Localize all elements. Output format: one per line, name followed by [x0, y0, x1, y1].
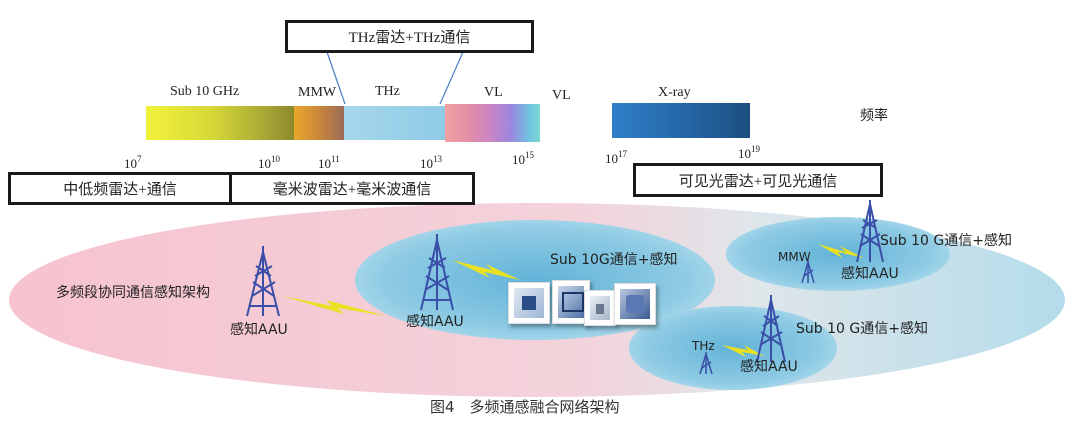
thz-connector-right — [439, 51, 464, 105]
tick-1e19: 1019 — [738, 144, 760, 161]
lightning-left-icon — [282, 296, 386, 316]
small-tower-mmw-icon — [801, 260, 815, 284]
device-image-4 — [614, 283, 656, 325]
tick-1e15: 1015 — [512, 150, 534, 167]
aau-left-label: 感知AAU — [230, 322, 288, 338]
thz-radar-comm-text: THz雷达+THz通信 — [348, 30, 471, 46]
low-freq-radar-comm-text: 中低频雷达+通信 — [63, 182, 177, 198]
right-top-ellipse-label: Sub 10 G通信+感知 — [880, 233, 1012, 249]
center-ellipse-label: Sub 10G通信+感知 — [550, 252, 678, 268]
outer-ellipse-label: 多频段协同通信感知架构 — [56, 285, 210, 301]
aau-right-top-label: 感知AAU — [841, 266, 899, 282]
lightning-right-top-icon — [818, 244, 864, 258]
band-label-thz: THz — [375, 84, 400, 99]
band-label-sub10: Sub 10 GHz — [170, 84, 240, 99]
mmw-small-label: MMW — [778, 250, 811, 264]
band-vl — [445, 104, 540, 142]
tower-center-icon — [420, 234, 454, 311]
tick-1e7: 107 — [124, 154, 142, 171]
tick-1e17: 1017 — [605, 149, 627, 166]
tower-left-icon — [246, 246, 280, 317]
thz-radar-comm-box: THz雷达+THz通信 — [285, 20, 534, 53]
tower-right-bottom-icon — [756, 295, 786, 363]
band-label-vl-inner: VL — [484, 85, 503, 100]
lightning-right-bottom-icon — [722, 345, 764, 357]
thz-small-label: THz — [692, 339, 715, 353]
band-thz — [344, 106, 445, 140]
figure-caption: 图4 多频通感融合网络架构 — [430, 398, 620, 416]
tick-1e11: 1011 — [318, 154, 340, 171]
band-label-xray: X-ray — [658, 85, 691, 100]
tick-1e13: 1013 — [420, 154, 442, 171]
thz-connector-left — [326, 51, 346, 105]
low-freq-radar-comm-box: 中低频雷达+通信 — [8, 172, 232, 205]
small-tower-thz-icon — [699, 352, 713, 375]
aau-center-label: 感知AAU — [406, 314, 464, 330]
frequency-label: 频率 — [860, 108, 888, 124]
tick-1e10: 1010 — [258, 154, 280, 171]
band-sub10 — [146, 106, 294, 140]
vl-radar-comm-box: 可见光雷达+可见光通信 — [633, 163, 883, 197]
mmw-radar-comm-box: 毫米波雷达+毫米波通信 — [229, 172, 475, 205]
mmw-radar-comm-text: 毫米波雷达+毫米波通信 — [272, 182, 432, 198]
band-mmw — [294, 106, 344, 140]
right-bottom-ellipse-label: Sub 10 G通信+感知 — [796, 321, 928, 337]
device-image-3 — [584, 290, 616, 326]
device-image-2 — [552, 280, 590, 324]
lightning-center-icon — [452, 260, 520, 280]
vl-radar-comm-text: 可见光雷达+可见光通信 — [678, 173, 838, 190]
tower-right-top-icon — [856, 200, 884, 263]
band-label-vl-outer: VL — [552, 88, 571, 103]
aau-right-bottom-label: 感知AAU — [740, 359, 798, 375]
band-label-mmw: MMW — [298, 85, 337, 100]
band-xray — [612, 103, 750, 138]
device-image-1 — [508, 282, 550, 324]
